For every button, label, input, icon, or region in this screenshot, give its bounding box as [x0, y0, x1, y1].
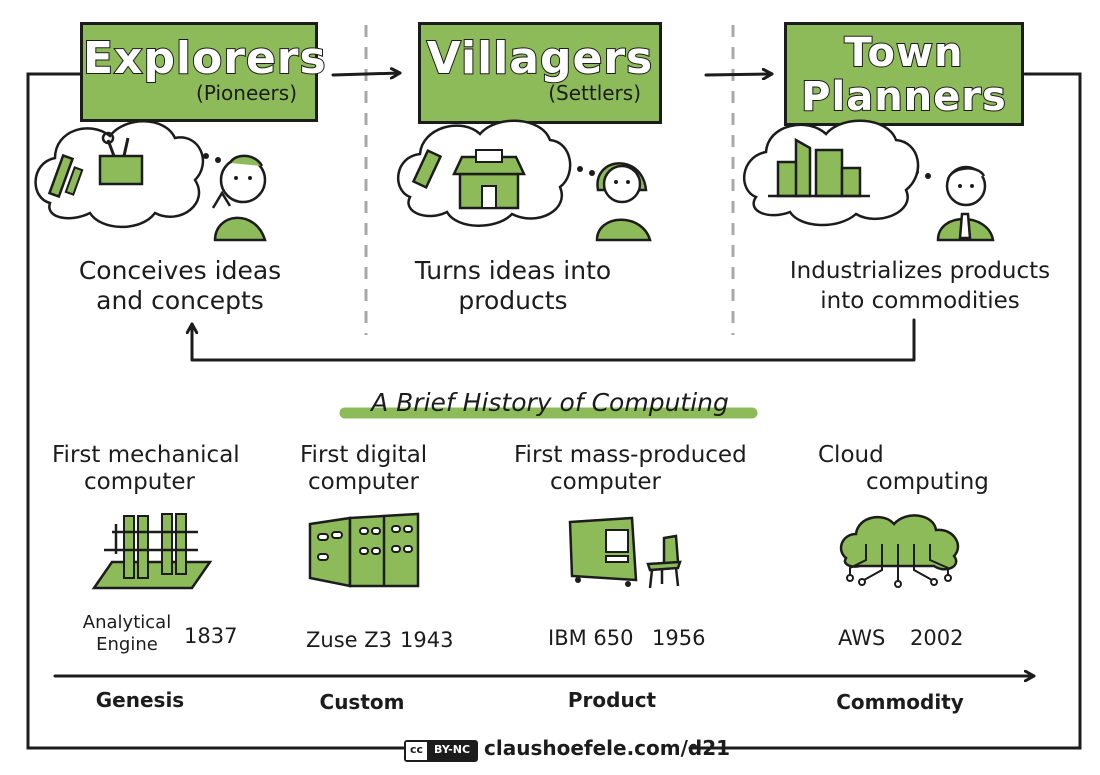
- cloud-icon: [839, 514, 960, 588]
- explorers-title: Explorers: [82, 33, 327, 84]
- milestone-1-year: 1837: [184, 624, 238, 648]
- explorers-illustration: [34, 120, 267, 242]
- explorers-description-line1: Conceives ideas: [78, 256, 282, 285]
- town-planners-description: Industrializes products into commodities: [770, 256, 1070, 316]
- woman-icon: [595, 162, 652, 242]
- stage-custom: Custom: [319, 690, 405, 714]
- villagers-description-line2: products: [458, 286, 568, 315]
- feedback-arrow: [192, 318, 916, 362]
- thinking-person-icon: [211, 154, 267, 242]
- milestone-4-heading-line2: computing: [866, 469, 989, 495]
- town-planners-description-line1: Industrializes products: [789, 258, 1051, 284]
- businessman-icon: [936, 165, 995, 242]
- zuse-z3-icon: [308, 512, 420, 588]
- stage-genesis: Genesis: [95, 688, 185, 712]
- arrow-explorers-villagers: [331, 73, 402, 75]
- town-planners-description-line2: into commodities: [820, 288, 1020, 314]
- license-type: BY-NC: [428, 742, 477, 760]
- explorers-subtitle: (Pioneers): [196, 81, 297, 105]
- milestone-2-year: 1943: [400, 628, 454, 652]
- milestone-4-heading: Cloud computing: [818, 442, 1018, 496]
- milestone-1-heading-line1: First mechanical: [52, 442, 240, 468]
- milestone-2-machine: Zuse Z3: [306, 628, 392, 652]
- footer-url[interactable]: claushoefele.com/d21: [484, 736, 731, 760]
- explorers-description-line2: and concepts: [96, 286, 264, 315]
- milestone-3-machine: IBM 650: [548, 626, 634, 650]
- town-planners-illustration: [742, 119, 995, 242]
- villagers-subtitle: (Settlers): [548, 81, 641, 105]
- villagers-illustration: [396, 119, 652, 242]
- ibm-650-icon: [568, 516, 682, 589]
- shop-icon: [411, 148, 526, 210]
- history-title: A Brief History of Computing: [371, 388, 729, 417]
- milestone-4-year: 2002: [910, 626, 964, 650]
- city-icon: [768, 137, 870, 198]
- tools-icon: [47, 131, 144, 199]
- outer-frame: [26, 72, 1082, 750]
- header-villagers: Villagers (Settlers): [418, 22, 662, 124]
- villagers-title: Villagers: [426, 33, 654, 84]
- villagers-description-line1: Turns ideas into: [414, 256, 612, 285]
- explorers-description: Conceives ideas and concepts: [60, 256, 300, 316]
- milestone-4-machine: AWS: [838, 626, 886, 650]
- milestone-3-heading-line1: First mass-produced: [514, 442, 747, 468]
- town-planners-title-line2: Planners: [800, 74, 1007, 120]
- milestone-2-heading-line2: computer: [308, 469, 419, 495]
- milestone-2-heading: First digital computer: [300, 442, 480, 496]
- cc-icon: cc: [406, 742, 429, 760]
- analytical-engine-icon: [91, 513, 213, 590]
- milestone-1-machine-line2: Engine: [96, 634, 158, 655]
- villagers-description: Turns ideas into products: [398, 256, 628, 316]
- milestone-4-heading-line1: Cloud: [818, 442, 884, 468]
- milestone-3-heading-line2: computer: [550, 469, 661, 495]
- license-badge: cc BY-NC: [404, 740, 479, 762]
- milestone-1-machine: Analytical Engine: [72, 612, 182, 656]
- milestone-3-year: 1956: [652, 626, 706, 650]
- header-explorers: Explorers (Pioneers): [80, 22, 327, 122]
- milestone-3-heading: First mass-produced computer: [514, 442, 754, 496]
- stage-product: Product: [567, 688, 657, 712]
- header-town-planners: Town Planners: [784, 22, 1024, 126]
- milestone-2-heading-line1: First digital: [300, 442, 428, 468]
- milestone-1-machine-line1: Analytical: [82, 612, 172, 633]
- town-planners-title-line1: Town: [844, 30, 964, 76]
- arrow-villagers-planners: [704, 74, 774, 75]
- milestone-1-heading: First mechanical computer: [52, 442, 272, 496]
- milestone-1-heading-line2: computer: [84, 469, 195, 495]
- stage-commodity: Commodity: [836, 690, 964, 714]
